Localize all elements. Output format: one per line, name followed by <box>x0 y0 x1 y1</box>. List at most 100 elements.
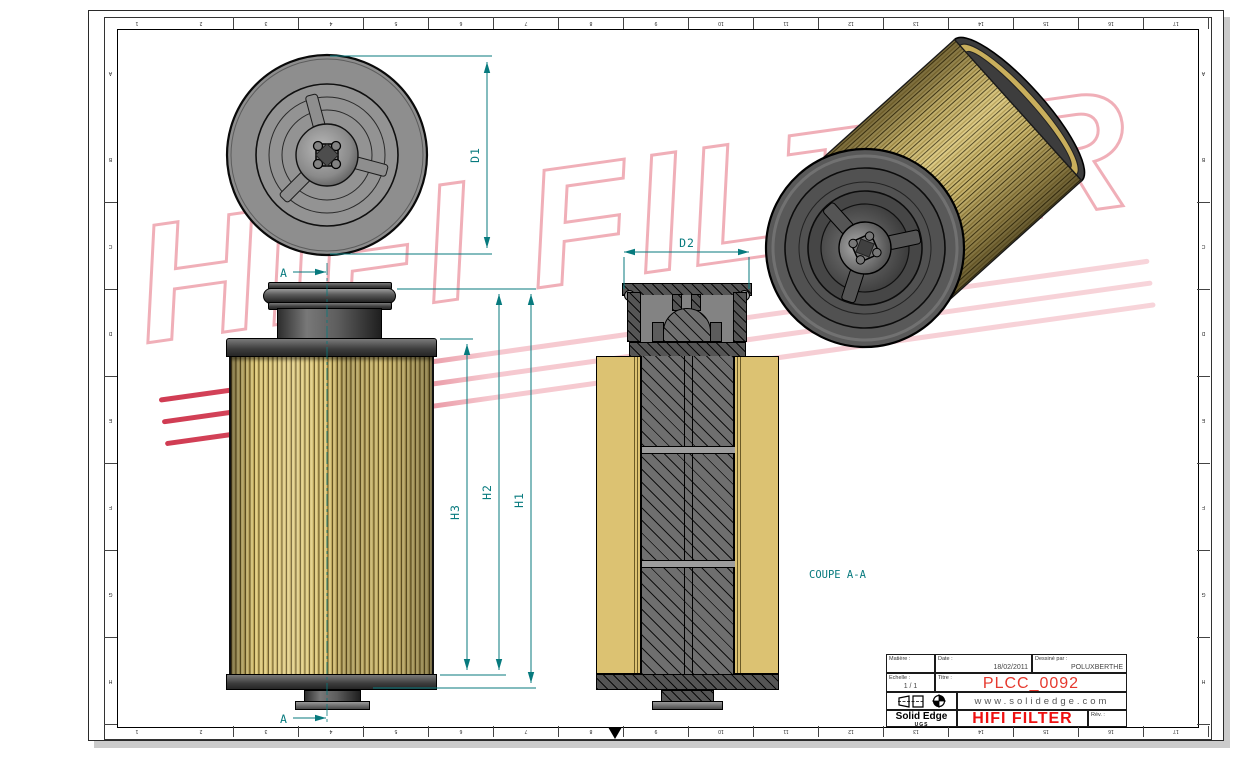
zone-label: 3 <box>234 726 299 737</box>
company-name: HIFI FILTER <box>972 709 1073 727</box>
date-label: Date : <box>938 656 953 662</box>
zone-label: 4 <box>299 17 364 29</box>
website-text: www.solidedge.com <box>974 695 1110 707</box>
iso-spline-hole <box>848 231 882 265</box>
zone-label: F <box>1197 464 1210 551</box>
centering-mark-icon <box>608 727 622 739</box>
section-media-right <box>734 356 779 674</box>
front-view-top-endcap <box>226 338 437 357</box>
datum-target-icon <box>931 694 946 708</box>
revision-label: Rév. : <box>1091 712 1105 718</box>
zone-label: 16 <box>1079 726 1144 737</box>
section-bottom-endcap <box>596 674 779 690</box>
zone-label: E <box>104 377 117 464</box>
iso-near-endcap <box>764 147 966 349</box>
zone-label: B <box>1197 116 1210 203</box>
zone-label: 3 <box>234 17 299 29</box>
scale-label: Echelle : <box>889 675 911 681</box>
zone-label: 15 <box>1014 17 1079 29</box>
zone-label: 2 <box>169 17 234 29</box>
zone-label: 15 <box>1014 726 1079 737</box>
part-number: PLCC_0092 <box>982 675 1080 692</box>
section-cap-wall-left <box>627 292 641 342</box>
first-angle-projection-icon <box>897 694 924 708</box>
zone-label: 5 <box>364 17 429 29</box>
zone-label: 17 <box>1144 726 1209 737</box>
material-label: Matière : <box>889 656 911 662</box>
zone-label: 12 <box>819 726 884 737</box>
cut-label-bottom: A <box>280 712 288 726</box>
section-cap-flange <box>629 342 746 357</box>
zone-label: 14 <box>949 17 1014 29</box>
section-cap-wall-right <box>733 292 747 342</box>
zone-label: 2 <box>169 726 234 737</box>
titleblock-material-cell: Matière : <box>886 654 935 673</box>
titleblock-scale-cell: Echelle : 1 / 1 <box>886 673 935 692</box>
zone-label: 7 <box>494 726 559 737</box>
tube-wall-line <box>692 356 693 674</box>
zone-label: 8 <box>559 17 624 29</box>
zone-label: 11 <box>754 17 819 29</box>
front-view-pleated-media <box>229 357 434 674</box>
scale-value: 1 / 1 <box>903 683 918 690</box>
zone-label: F <box>104 464 117 551</box>
zone-label: H <box>1197 638 1210 725</box>
zone-label: D <box>104 290 117 377</box>
title-label: Titre : <box>938 675 952 681</box>
titleblock-brand-cell: Solid Edge UGS <box>886 710 957 728</box>
titleblock-website-cell: www.solidedge.com <box>957 692 1127 710</box>
zone-label: 6 <box>429 726 494 737</box>
dim-h1-label: H1 <box>512 492 526 508</box>
zone-label: 10 <box>689 17 754 29</box>
zone-label: 16 <box>1079 17 1144 29</box>
zone-label: H <box>104 638 117 725</box>
titleblock-revision-cell: Rév. : <box>1088 710 1127 727</box>
zone-label: A <box>108 70 113 76</box>
section-separator <box>642 560 735 568</box>
zone-label: 4 <box>299 726 364 737</box>
zone-label: 10 <box>689 726 754 737</box>
titleblock-title-cell: Titre : PLCC_0092 <box>935 673 1127 692</box>
top-view-spline-hole <box>312 140 342 170</box>
zone-label: 9 <box>624 17 689 29</box>
section-cap-block-right <box>710 322 722 342</box>
media-inner-line <box>637 357 638 673</box>
zone-label: 1 <box>135 728 139 735</box>
tube-wall-line <box>684 356 685 674</box>
front-view-bottom-flange <box>295 701 370 710</box>
front-view-bottom-endcap <box>226 674 437 690</box>
titleblock-drawnby-cell: Dessiné par : POLUXBERTHE <box>1032 654 1127 673</box>
titleblock-company-cell: HIFI FILTER <box>957 710 1088 727</box>
date-value: 18/02/2011 <box>993 664 1028 671</box>
section-bottom-flange <box>652 701 723 710</box>
zone-label: A <box>1201 70 1206 76</box>
section-bottom-stub <box>661 690 714 703</box>
zone-label: B <box>104 116 117 203</box>
zone-label: 17 <box>1144 17 1209 29</box>
dim-h3-label: H3 <box>448 504 462 520</box>
zone-label: D <box>1197 290 1210 377</box>
media-inner-line <box>740 357 741 673</box>
zone-label: C <box>1197 203 1210 290</box>
zone-label: 9 <box>624 726 689 737</box>
zone-label: 14 <box>949 726 1014 737</box>
zone-label: 13 <box>884 17 949 29</box>
dim-h2-label: H2 <box>480 484 494 500</box>
solid-edge-logo: Solid Edge <box>895 711 948 722</box>
section-center-tube <box>641 356 735 674</box>
section-separator <box>642 446 735 454</box>
zone-label: G <box>104 551 117 638</box>
titleblock-date-cell: Date : 18/02/2011 <box>935 654 1032 673</box>
drawn-by-value: POLUXBERTHE <box>1071 664 1123 671</box>
zone-label: 12 <box>819 17 884 29</box>
titleblock-projection-cell <box>886 692 957 710</box>
media-inner-line <box>634 357 635 673</box>
zone-label: G <box>1197 551 1210 638</box>
solid-edge-logo-sub: UGS <box>914 722 929 728</box>
zone-label: 7 <box>494 17 559 29</box>
